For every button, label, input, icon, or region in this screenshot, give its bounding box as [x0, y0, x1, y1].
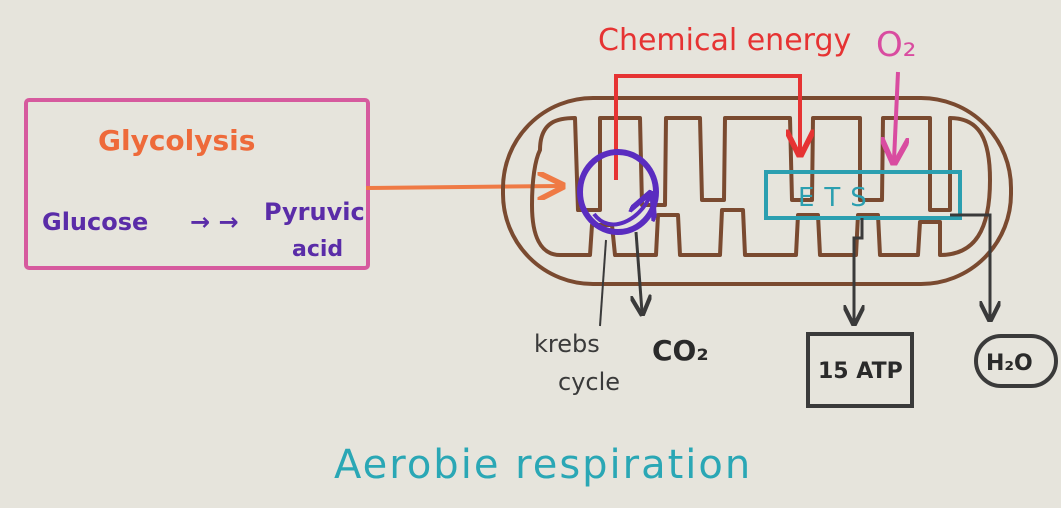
chemical-energy-label: Chemical energy: [598, 23, 851, 58]
water-label: H₂O: [986, 351, 1033, 376]
krebs-label-line1: krebs: [534, 330, 600, 358]
co2-arrow: [636, 231, 642, 312]
chemical-energy-arrow: [614, 74, 800, 180]
glycolysis-arrows: → →: [190, 208, 239, 236]
mitochondrion-outer-membrane: [501, 96, 1013, 286]
mitochondrion-inner-membrane: [530, 116, 992, 257]
atp-arrow: [854, 218, 862, 322]
krebs-cycle-arrow: [592, 196, 650, 227]
pyruvic-label: Pyruvic: [264, 198, 365, 226]
pyruvate-feed-arrow: [365, 186, 560, 188]
ets-label: ETS: [798, 183, 877, 213]
oxygen-label: O₂: [876, 25, 916, 65]
water-box: [974, 334, 1058, 388]
atp-label: 15 ATP: [818, 359, 903, 384]
co2-label: CO₂: [652, 334, 709, 367]
water-arrow: [950, 213, 990, 318]
oxygen-arrow: [894, 71, 898, 160]
krebs-label-line2: cycle: [558, 368, 620, 396]
glycolysis-box: [24, 98, 370, 270]
krebs-pointer-line: [599, 239, 607, 327]
glycolysis-title: Glycolysis: [98, 124, 255, 157]
atp-box: [806, 332, 914, 408]
acid-label: acid: [292, 237, 343, 262]
glucose-label: Glucose: [42, 208, 148, 236]
diagram-title: Aerobie respiration: [334, 442, 752, 488]
